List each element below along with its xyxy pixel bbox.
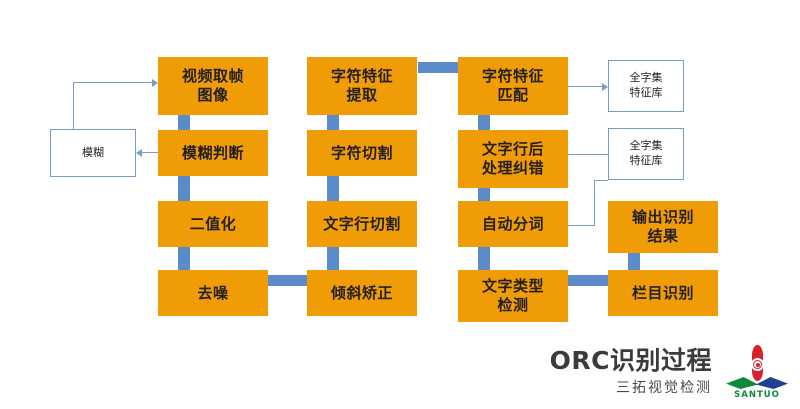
line-charset-store-2-top-stub — [594, 180, 608, 181]
process-box-binarization[interactable]: 二值化 — [158, 201, 268, 247]
store-text-line1: 全字集 — [629, 139, 663, 153]
line-postprocess-to-charset-store-2 — [568, 154, 608, 155]
store-text: 全字集 特征库 — [630, 139, 663, 169]
title-block: ORC识别过程 三拓视觉检测 — [549, 345, 712, 404]
process-box-auto-word-segmentation[interactable]: 自动分词 — [458, 201, 568, 247]
process-box-skew-correction[interactable]: 倾斜矫正 — [307, 270, 417, 316]
box-text: 输出识别 结果 — [632, 208, 694, 246]
box-text: 字符切割 — [330, 143, 393, 162]
box-text: 去噪 — [197, 283, 229, 302]
process-box-char-feature-matching[interactable]: 字符特征 匹配 — [458, 57, 568, 115]
box-text-line1: 文字行后 — [481, 140, 544, 159]
process-box-blur-detection[interactable]: 模糊判断 — [158, 130, 268, 176]
store-text-line2: 特征库 — [629, 154, 663, 167]
box-text-line2: 匹配 — [497, 86, 529, 104]
line-charset-store-2-vertical — [594, 180, 595, 225]
page-title: ORC识别过程 — [549, 345, 712, 375]
box-text: 栏目识别 — [631, 283, 694, 302]
process-box-text-type-detection[interactable]: 文字类型 检测 — [458, 270, 568, 322]
process-box-output-recognition-result[interactable]: 输出识别 结果 — [608, 201, 718, 253]
box-text: 字符特征 提取 — [331, 67, 393, 105]
connector-col2-box3-box4 — [327, 247, 339, 270]
store-text-line2: 特征库 — [629, 86, 663, 99]
connector-col3-box2-box3 — [478, 188, 490, 201]
box-text: 字符特征 匹配 — [482, 67, 544, 105]
box-text-line1: 视频取帧 — [181, 67, 244, 86]
box-text: 文字类型 检测 — [482, 277, 544, 315]
footer: ORC识别过程 三拓视觉检测 SANTUO — [550, 345, 788, 403]
page-subtitle: 三拓视觉检测 — [616, 380, 712, 396]
connector-col1-box1-box2 — [178, 115, 190, 130]
box-text-line2: 提取 — [346, 86, 378, 104]
line-charset-store-2-to-auto-word-segmentation — [568, 225, 595, 226]
connector-text-type-to-column-recognition — [568, 275, 608, 286]
store-text-line1: 全字集 — [629, 71, 663, 85]
connector-col1-box2-box3 — [178, 176, 190, 201]
box-text-line2: 处理纠错 — [481, 159, 544, 177]
arrow-right-icon — [602, 83, 608, 91]
connector-denoise-to-skew-correction — [268, 275, 307, 286]
connector-col1-box3-box4 — [178, 247, 190, 270]
box-text-line1: 字符特征 — [481, 67, 544, 86]
arrow-left-icon — [136, 149, 142, 157]
box-text-line1: 字符特征 — [330, 67, 393, 86]
connector-col4-box1-box2 — [628, 253, 640, 270]
box-text-line2: 检测 — [497, 296, 529, 314]
connector-col2-box1-box2 — [327, 115, 339, 130]
store-text: 模糊 — [82, 145, 104, 159]
arrow-right-icon — [152, 79, 158, 87]
store-text: 全字集 特征库 — [630, 71, 663, 101]
box-text: 倾斜矫正 — [330, 283, 393, 302]
data-store-blur[interactable]: 模糊 — [50, 129, 136, 177]
logo-text: SANTUO — [734, 390, 780, 400]
box-text-line2: 图像 — [197, 86, 229, 104]
process-box-denoise[interactable]: 去噪 — [158, 270, 268, 316]
line-blur-store-vertical — [73, 82, 74, 129]
box-text: 自动分词 — [481, 214, 544, 233]
data-store-full-charset-feature-library-1[interactable]: 全字集 特征库 — [608, 60, 684, 112]
box-text: 文字行后 处理纠错 — [482, 140, 544, 178]
process-box-video-frame-capture[interactable]: 视频取帧 图像 — [158, 57, 268, 115]
logo-dot-ring-icon — [753, 360, 762, 369]
connector-feature-extraction-to-matching — [418, 62, 458, 73]
process-box-text-line-postprocess-correction[interactable]: 文字行后 处理纠错 — [458, 130, 568, 188]
data-store-full-charset-feature-library-2[interactable]: 全字集 特征库 — [608, 128, 684, 180]
logo-dot-core-icon — [755, 362, 760, 367]
line-matching-to-charset-store-1 — [568, 86, 602, 87]
connector-col3-box1-box2 — [478, 115, 490, 130]
box-text-line2: 结果 — [647, 227, 679, 245]
process-box-char-feature-extraction[interactable]: 字符特征 提取 — [307, 57, 417, 115]
process-box-char-segmentation[interactable]: 字符切割 — [307, 130, 417, 176]
line-blur-detection-to-blur-store — [142, 152, 158, 153]
santuo-logo: SANTUO — [726, 345, 788, 403]
connector-col2-box2-box3 — [327, 176, 339, 201]
box-text: 二值化 — [189, 214, 237, 233]
process-box-column-recognition[interactable]: 栏目识别 — [608, 270, 718, 316]
box-text: 视频取帧 图像 — [182, 67, 244, 105]
box-text-line1: 输出识别 — [631, 208, 694, 227]
box-text-line1: 文字类型 — [481, 277, 544, 296]
line-blur-store-to-video-frame — [73, 82, 152, 83]
box-text: 模糊判断 — [181, 143, 244, 162]
process-box-text-line-segmentation[interactable]: 文字行切割 — [307, 201, 417, 247]
connector-col3-box3-box4 — [478, 247, 490, 270]
box-text: 文字行切割 — [323, 214, 401, 233]
